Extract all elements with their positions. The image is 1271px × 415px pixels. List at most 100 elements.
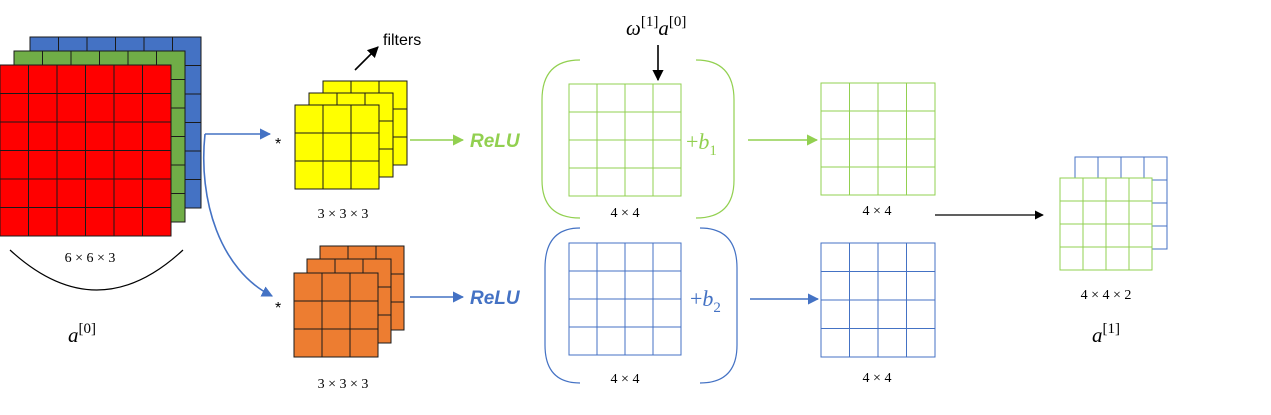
bias-top: +b1 xyxy=(686,129,717,159)
grid-cell xyxy=(624,83,654,113)
input-cell xyxy=(0,178,29,208)
grid-cell xyxy=(906,271,936,301)
grid-cell xyxy=(1097,156,1122,181)
top-right-bracket xyxy=(695,59,735,219)
filter-bottom-dim-label: 3 × 3 × 3 xyxy=(318,377,369,392)
output-dim-label: 4 × 4 × 2 xyxy=(1081,288,1132,303)
grid-cell xyxy=(849,138,879,168)
conv-top-dim-label: 4 × 4 xyxy=(611,206,640,221)
grid-cell xyxy=(1082,177,1107,202)
filter-cell xyxy=(322,160,352,190)
filters-pointer-arrow xyxy=(354,46,379,71)
input-cell xyxy=(113,207,143,237)
grid-cell xyxy=(1059,223,1084,248)
grid-cell xyxy=(1105,246,1130,271)
input-cell xyxy=(113,93,143,123)
grid-cell xyxy=(652,242,682,272)
filter-cell xyxy=(293,300,323,330)
grid-cell xyxy=(1059,246,1084,271)
input-cell xyxy=(142,207,172,237)
grid-cell xyxy=(849,110,879,140)
filter-cell xyxy=(349,328,379,358)
grid-cell xyxy=(596,111,626,141)
grid-cell xyxy=(877,328,907,358)
grid-cell xyxy=(849,82,879,112)
grid-cell xyxy=(596,167,626,197)
grid-cell xyxy=(624,167,654,197)
grid-cell xyxy=(568,111,598,141)
grid-cell xyxy=(906,110,936,140)
grid-cell xyxy=(849,166,879,196)
filter-cell xyxy=(350,104,380,134)
filter-bottom-stack xyxy=(293,245,405,358)
grid-cell xyxy=(906,166,936,196)
grid-cell xyxy=(568,242,598,272)
input-dim-label: 6 × 6 × 3 xyxy=(65,251,116,266)
filter-cell xyxy=(322,132,352,162)
grid-cell xyxy=(849,271,879,301)
bottom-right-bracket xyxy=(699,227,738,384)
filter-top-dim-label: 3 × 3 × 3 xyxy=(318,207,369,222)
filters-label: filters xyxy=(383,32,421,49)
activated-bottom-dim-label: 4 × 4 xyxy=(863,371,892,386)
input-cell xyxy=(85,93,115,123)
grid-cell xyxy=(568,270,598,300)
grid-cell xyxy=(596,139,626,169)
filter-cell xyxy=(321,300,351,330)
grid-cell xyxy=(652,83,682,113)
grid-cell xyxy=(1074,156,1099,181)
filter-cell xyxy=(293,328,323,358)
grid-cell xyxy=(820,166,850,196)
grid-cell xyxy=(1143,156,1168,181)
input-cell xyxy=(0,121,29,151)
input-cell xyxy=(56,64,86,94)
grid-cell xyxy=(906,242,936,272)
grid-cell xyxy=(624,242,654,272)
grid-cell xyxy=(568,139,598,169)
grid-cell xyxy=(820,242,850,272)
grid-cell xyxy=(568,167,598,197)
input-cell xyxy=(28,178,58,208)
input-cell xyxy=(113,121,143,151)
grid-cell xyxy=(1059,200,1084,225)
conv-bottom-grid xyxy=(568,242,682,356)
grid-cell xyxy=(652,139,682,169)
input-cell xyxy=(28,207,58,237)
filter-cell xyxy=(294,160,324,190)
relu-bottom-label: ReLU xyxy=(470,288,521,309)
grid-cell xyxy=(877,110,907,140)
input-volume xyxy=(0,36,202,237)
input-dimension-brace xyxy=(9,249,184,291)
input-cell xyxy=(142,93,172,123)
filter-top-stack xyxy=(294,80,408,190)
grid-cell xyxy=(1082,200,1107,225)
grid-cell xyxy=(1128,177,1153,202)
filter-cell xyxy=(322,104,352,134)
input-cell xyxy=(0,150,29,180)
grid-cell xyxy=(1082,246,1107,271)
input-cell xyxy=(85,64,115,94)
grid-cell xyxy=(820,328,850,358)
filter-cell xyxy=(350,132,380,162)
conv-bottom-dim-label: 4 × 4 xyxy=(611,372,640,387)
grid-cell xyxy=(1059,177,1084,202)
input-cell xyxy=(85,150,115,180)
grid-cell xyxy=(624,270,654,300)
grid-cell xyxy=(596,270,626,300)
output-name: a[1] xyxy=(1092,321,1120,347)
input-cell xyxy=(0,64,29,94)
input-cell xyxy=(113,178,143,208)
input-cell xyxy=(0,207,29,237)
filter-cell xyxy=(321,272,351,302)
grid-cell xyxy=(596,242,626,272)
grid-cell xyxy=(652,167,682,197)
grid-cell xyxy=(624,326,654,356)
grid-cell xyxy=(849,242,879,272)
grid-cell xyxy=(906,82,936,112)
filter-cell xyxy=(294,104,324,134)
input-cell xyxy=(28,150,58,180)
input-cell xyxy=(113,150,143,180)
filter-cell xyxy=(294,132,324,162)
grid-cell xyxy=(877,138,907,168)
